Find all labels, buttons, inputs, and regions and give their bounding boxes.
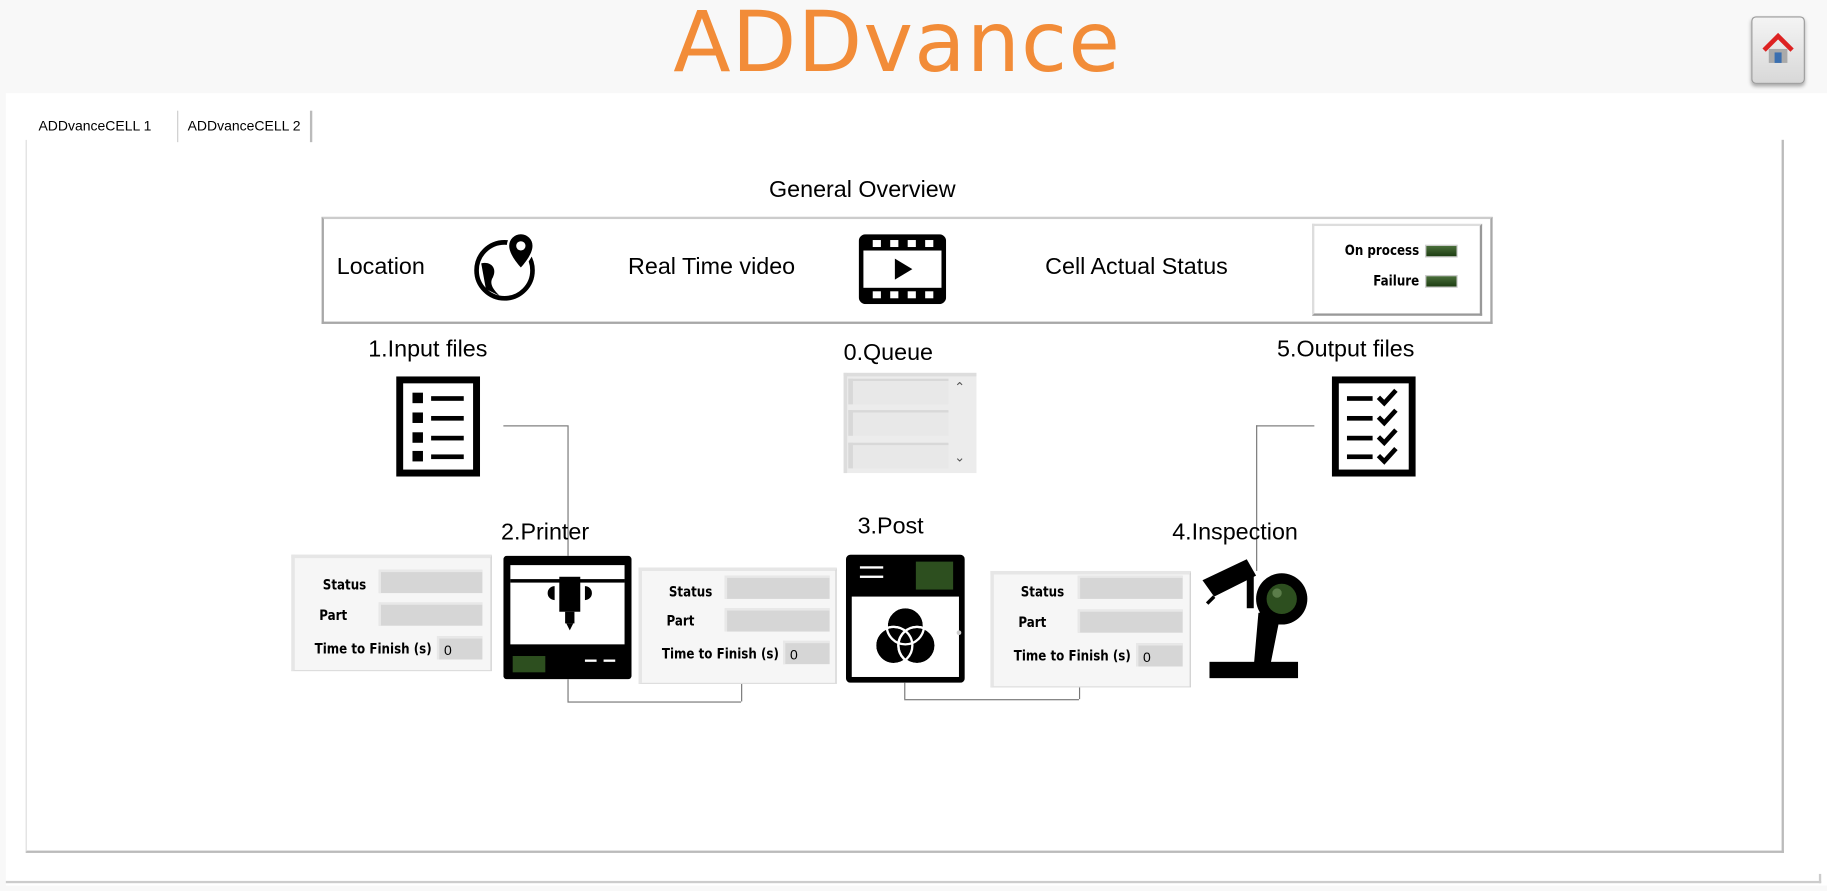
connector [1256, 425, 1315, 427]
post-label: 3.Post [857, 513, 924, 540]
scroll-up-icon[interactable]: ⌃ [954, 381, 966, 396]
printer-status-label: Status [322, 576, 367, 594]
printer-time-field: 0 [436, 636, 483, 660]
inspection-part-label: Part [1018, 614, 1047, 631]
connector [904, 682, 906, 700]
post-process-icon[interactable] [845, 554, 965, 683]
main-panel [5, 93, 1827, 886]
input-files-list-icon[interactable] [396, 376, 481, 477]
status-indicator-box [1312, 223, 1483, 316]
globe-location-icon[interactable] [470, 228, 545, 303]
queue-item[interactable] [848, 410, 949, 436]
input-files-label: 1.Input files [368, 336, 488, 363]
post-part-field [724, 608, 830, 632]
cell-status-label: Cell Actual Status [1045, 254, 1228, 280]
post-status-label: Status [668, 583, 713, 601]
queue-item[interactable] [848, 442, 949, 469]
post-time-label: Time to Finish (s) [661, 645, 779, 662]
output-files-label: 5.Output files [1277, 336, 1415, 363]
video-label: Real Time video [628, 254, 796, 280]
connector [567, 425, 569, 556]
connector [503, 425, 568, 427]
inspection-label: 4.Inspection [1172, 519, 1298, 546]
overview-title: General Overview [769, 177, 956, 203]
queue-label: 0.Queue [843, 340, 934, 366]
inspection-time-field: 0 [1136, 643, 1183, 667]
failure-led [1425, 274, 1458, 288]
inspection-time-label: Time to Finish (s) [1013, 647, 1131, 665]
panel-border [5, 873, 1822, 884]
failure-label: Failure [1373, 272, 1420, 289]
printer-label: 2.Printer [501, 519, 590, 546]
inspection-status-field [1077, 575, 1183, 599]
on-process-led [1425, 244, 1458, 258]
home-button[interactable] [1751, 16, 1805, 84]
connector [904, 699, 1079, 701]
home-icon [1762, 32, 1794, 63]
inspection-status-label: Status [1020, 583, 1065, 601]
post-time-field: 0 [783, 640, 830, 665]
connector [1256, 425, 1258, 571]
location-label: Location [336, 254, 425, 280]
printer-status-field [378, 569, 483, 594]
post-status-field [724, 575, 830, 599]
inspection-camera-icon[interactable] [1200, 557, 1310, 681]
printer-time-label: Time to Finish (s) [314, 640, 432, 658]
connector [741, 683, 743, 702]
output-files-checklist-icon[interactable] [1331, 376, 1416, 477]
inspection-part-field [1077, 609, 1183, 633]
connector [567, 701, 742, 703]
queue-item[interactable] [848, 378, 949, 405]
post-part-label: Part [666, 612, 695, 630]
on-process-label: On process [1344, 242, 1420, 259]
overview-box [321, 216, 1493, 324]
printer-part-label: Part [319, 607, 348, 624]
connector [567, 679, 569, 702]
tab-content-frame [25, 139, 1784, 853]
scroll-down-icon[interactable]: ⌄ [954, 450, 966, 465]
connector [1078, 683, 1081, 700]
tab-cell-1[interactable]: ADDvanceCELL 1 [29, 110, 161, 143]
tab-cell-2[interactable]: ADDvanceCELL 2 [177, 110, 313, 143]
3d-printer-icon[interactable] [503, 555, 632, 680]
video-play-icon[interactable] [858, 234, 947, 305]
app-logo: ADDvance [673, 0, 1122, 91]
printer-part-field [378, 602, 483, 626]
